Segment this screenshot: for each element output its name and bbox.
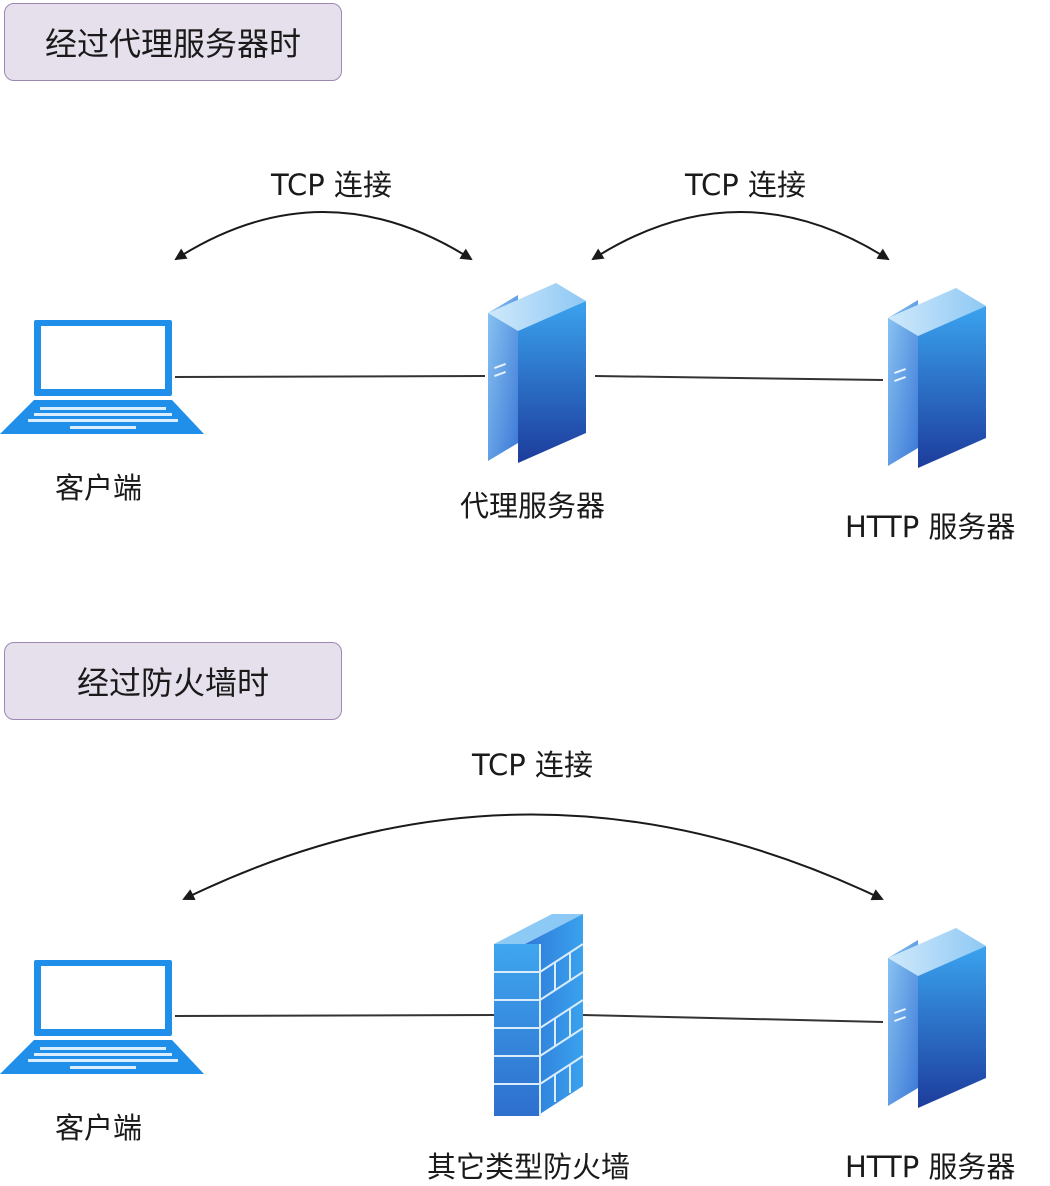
server-icon (888, 288, 986, 468)
http-server-label: HTTP 服务器 (845, 510, 1016, 544)
server-icon (888, 928, 986, 1108)
server-icon (488, 283, 586, 463)
client-label: 客户端 (55, 471, 143, 505)
tcp-label-proxy-server: TCP 连接 (685, 168, 806, 202)
link-firewall-server (582, 1014, 884, 1023)
tcp-arc-client-server (182, 813, 884, 901)
http-server-label: HTTP 服务器 (845, 1150, 1016, 1184)
tcp-label-client-server: TCP 连接 (472, 748, 593, 782)
client-label: 客户端 (55, 1111, 143, 1145)
tcp-arc-client-proxy (174, 211, 473, 261)
tcp-arc-proxy-server (591, 211, 890, 261)
section-title-proxy: 经过代理服务器时 (4, 3, 342, 81)
firewall-label: 其它类型防火墙 (427, 1150, 631, 1184)
link-client-firewall (174, 1014, 495, 1017)
section-title-firewall: 经过防火墙时 (4, 642, 342, 720)
link-client-proxy (174, 375, 486, 378)
firewall-icon (494, 914, 584, 1116)
link-proxy-server (594, 375, 884, 381)
proxy-server-label: 代理服务器 (460, 489, 606, 523)
laptop-icon (0, 320, 204, 434)
laptop-icon (0, 960, 204, 1074)
tcp-label-client-proxy: TCP 连接 (271, 168, 392, 202)
